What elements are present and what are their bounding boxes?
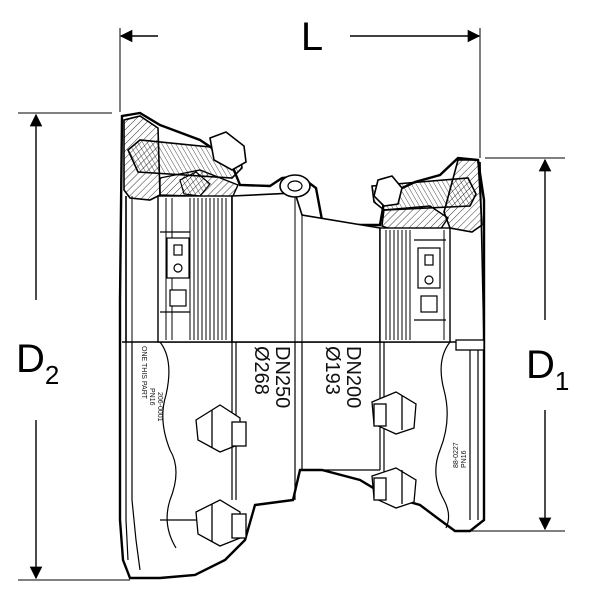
right-flange-pressure-marking: PN16 (461, 450, 468, 468)
large-outer-diameter-marking: Ø268 (250, 346, 272, 395)
d1-label: D1 (526, 343, 569, 396)
right-sleeve-ribs (385, 230, 445, 340)
reducer-transition (231, 192, 381, 343)
small-nominal-size-marking: DN200 (342, 346, 364, 408)
body-markings: Ø268 DN250 Ø193 DN200 ONE THIS PART PN16… (140, 346, 468, 468)
left-bolt-head (209, 131, 247, 171)
large-nominal-size-marking: DN250 (271, 346, 293, 408)
lower-left-bolt-lower (195, 499, 247, 547)
left-sleeve-ribs (165, 198, 227, 340)
right-flange-code-marking: 88-0227 (453, 442, 460, 468)
lower-left-bolt-upper (195, 404, 247, 453)
left-flange-note-marking: ONE THIS PART (140, 346, 147, 400)
length-dimension: L (119, 15, 481, 158)
right-bolt-head (373, 175, 403, 207)
right-flange-face (479, 161, 485, 343)
right-end-cap (455, 339, 485, 351)
length-label: L (301, 15, 323, 59)
left-grip-segment (160, 231, 190, 313)
left-flange-pressure-marking: PN16 (148, 388, 155, 406)
small-outer-diameter-marking: Ø193 (321, 346, 343, 395)
lower-right-bolt-lower (371, 467, 417, 509)
body-outline (118, 111, 486, 580)
exterior-body-lines (125, 341, 479, 571)
right-grip-segment (414, 239, 446, 321)
large-diameter-dimension: D2 (16, 112, 130, 581)
coupling-body: Ø268 DN250 Ø193 DN200 ONE THIS PART PN16… (118, 111, 486, 580)
left-nut (179, 171, 211, 197)
lower-right-bolt-upper (371, 391, 417, 435)
lifting-lug (279, 174, 311, 198)
d2-label: D2 (16, 337, 59, 390)
small-diameter-dimension: D1 (470, 157, 569, 532)
left-flange-code-marking: 206-0001 (156, 392, 163, 422)
